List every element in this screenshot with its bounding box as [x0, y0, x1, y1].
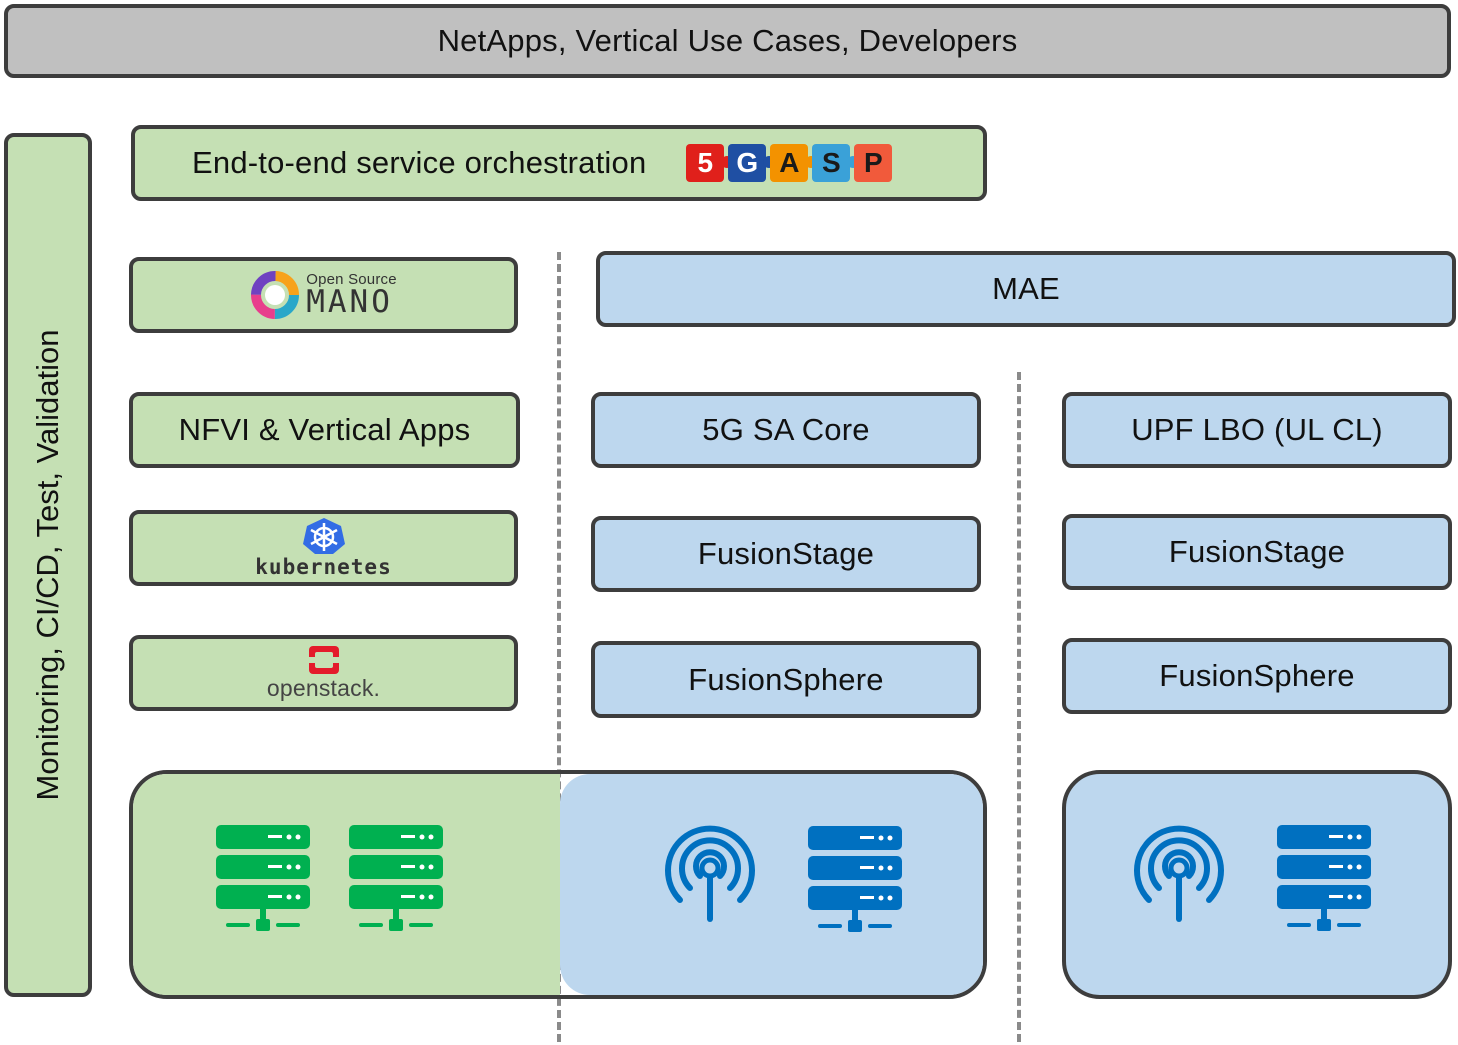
orchestration-label: End-to-end service orchestration [192, 145, 647, 180]
antenna-icon [1125, 818, 1233, 924]
infrastructure-block-left [129, 770, 987, 999]
logo-letter: A [770, 144, 818, 182]
upf-label: UPF LBO (UL CL) [1131, 412, 1383, 447]
logo-letter: P [854, 144, 893, 182]
fusionsphere-box-right: FusionSphere [1062, 638, 1452, 714]
server-icon [1277, 825, 1373, 935]
kubernetes-label: kubernetes [255, 555, 392, 579]
fusionstage-box-middle: FusionStage [591, 516, 981, 592]
infrastructure-blue-half [560, 774, 983, 995]
infrastructure-block-right [1062, 770, 1452, 999]
separator-left [557, 252, 561, 1042]
openstack-label: openstack. [266, 674, 381, 701]
5gasp-logo: 5 G A S P [686, 144, 896, 182]
server-icon [349, 825, 445, 935]
logo-letter: 5 [686, 144, 734, 182]
fusionsphere-label-middle: FusionSphere [688, 661, 884, 697]
orchestration-box: End-to-end service orchestration 5 G A S… [131, 125, 987, 201]
top-bar-label: NetApps, Vertical Use Cases, Developers [437, 23, 1018, 58]
antenna-icon [656, 818, 764, 924]
nfvi-label: NFVI & Vertical Apps [178, 412, 471, 447]
mano-big-label: MANO [306, 284, 393, 320]
openstack-icon [308, 645, 340, 675]
nfvi-box: NFVI & Vertical Apps [129, 392, 520, 468]
kubernetes-box: kubernetes [129, 510, 518, 586]
mano-icon [250, 270, 300, 320]
fusionsphere-label-right: FusionSphere [1159, 658, 1355, 693]
core-label: 5G SA Core [702, 412, 870, 447]
infrastructure-green-half [133, 774, 560, 995]
mano-small-label: Open Source [306, 271, 397, 288]
fusionsphere-box-middle: FusionSphere [591, 641, 981, 718]
side-bar [4, 133, 92, 997]
fusionstage-label-middle: FusionStage [697, 536, 875, 571]
fusionstage-box-right: FusionStage [1062, 514, 1452, 590]
kubernetes-icon [302, 517, 345, 555]
openstack-box: openstack. [129, 635, 518, 711]
mae-label: MAE [992, 271, 1060, 306]
mano-box: Open Source MANO [129, 257, 518, 333]
server-icon [216, 825, 312, 935]
side-bar-label: Monitoring, CI/CD, Test, Validation [30, 329, 65, 801]
fusionstage-label-right: FusionStage [1168, 534, 1346, 569]
separator-right [1017, 372, 1021, 1042]
server-icon [808, 826, 904, 936]
logo-letter: G [728, 144, 776, 182]
mae-box: MAE [596, 251, 1456, 327]
logo-letter: S [812, 144, 860, 182]
core-box: 5G SA Core [591, 392, 981, 468]
upf-box: UPF LBO (UL CL) [1062, 392, 1452, 468]
top-bar: NetApps, Vertical Use Cases, Developers [4, 4, 1451, 78]
